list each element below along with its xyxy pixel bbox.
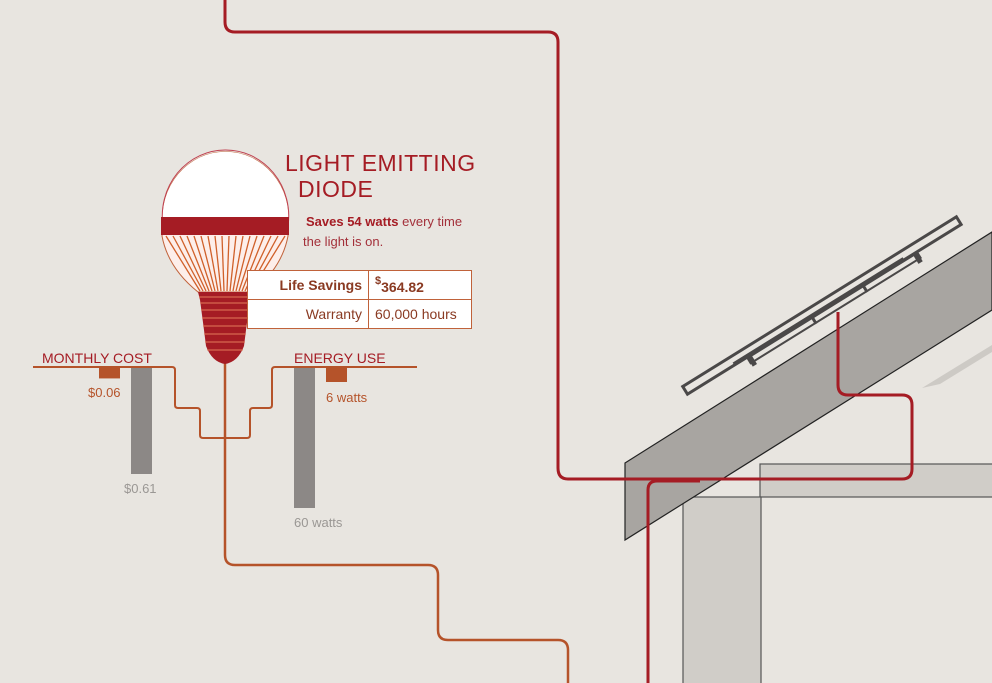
monthly-cost-led-bar: [99, 368, 120, 379]
bulb-stripe: [165, 235, 201, 292]
energy-use-incandescent-bar: [294, 368, 315, 508]
bulb-stripe: [221, 235, 225, 292]
chart-connector: [33, 366, 417, 439]
bulb-stripe: [186, 235, 210, 292]
energy-use-heading: ENERGY USE: [294, 350, 386, 366]
bulb-stripe: [214, 235, 222, 292]
led-bulb-icon: [161, 149, 290, 364]
title-line-1: LIGHT EMITTING: [285, 150, 476, 176]
bulb-stripe: [172, 235, 204, 292]
house-wire: [646, 479, 700, 683]
life-savings-value: $364.82: [368, 270, 472, 300]
table-row: Warranty 60,000 hours: [247, 299, 472, 329]
energy-use-incandescent-value: 60 watts: [294, 515, 343, 530]
warranty-value: 60,000 hours: [368, 299, 472, 329]
monthly-cost-incandescent-value: $0.61: [124, 481, 157, 496]
bulb-stripe: [193, 235, 213, 292]
bulb-stripe: [229, 235, 237, 292]
life-savings-label: Life Savings: [247, 270, 369, 300]
savings-description: Saves 54 watts every time: [306, 214, 462, 229]
monthly-cost-led-value: $0.06: [88, 385, 121, 400]
bulb-stripe: [241, 235, 265, 292]
solar-panel: [680, 214, 964, 397]
monthly-cost-incandescent-bar: [131, 368, 152, 474]
bulb-wire: [223, 360, 570, 683]
attic-outline: [922, 345, 992, 388]
solar-wire: [223, 0, 914, 481]
bulb-stripe: [235, 235, 251, 292]
bulb-stripe: [238, 235, 258, 292]
bulb-stripe: [179, 235, 207, 292]
info-table: Life Savings $364.82 Warranty 60,000 hou…: [247, 270, 472, 329]
roof: [624, 231, 992, 542]
title-line-2: DIODE: [298, 176, 374, 202]
bulb-stripe: [200, 235, 216, 292]
table-row: Life Savings $364.82: [247, 270, 472, 300]
warranty-label: Warranty: [247, 299, 369, 329]
savings-text: every time: [398, 214, 463, 229]
energy-use-led-bar: [326, 368, 347, 382]
energy-use-led-value: 6 watts: [326, 390, 368, 405]
savings-highlight: Saves 54 watts: [306, 214, 399, 229]
wall-post: [682, 496, 762, 683]
bulb-stripe: [232, 235, 244, 292]
bulb-stripe: [207, 235, 219, 292]
bulb-stripe: [226, 235, 230, 292]
savings-description-2: the light is on.: [303, 234, 384, 249]
monthly-cost-heading: MONTHLY COST: [42, 350, 152, 366]
